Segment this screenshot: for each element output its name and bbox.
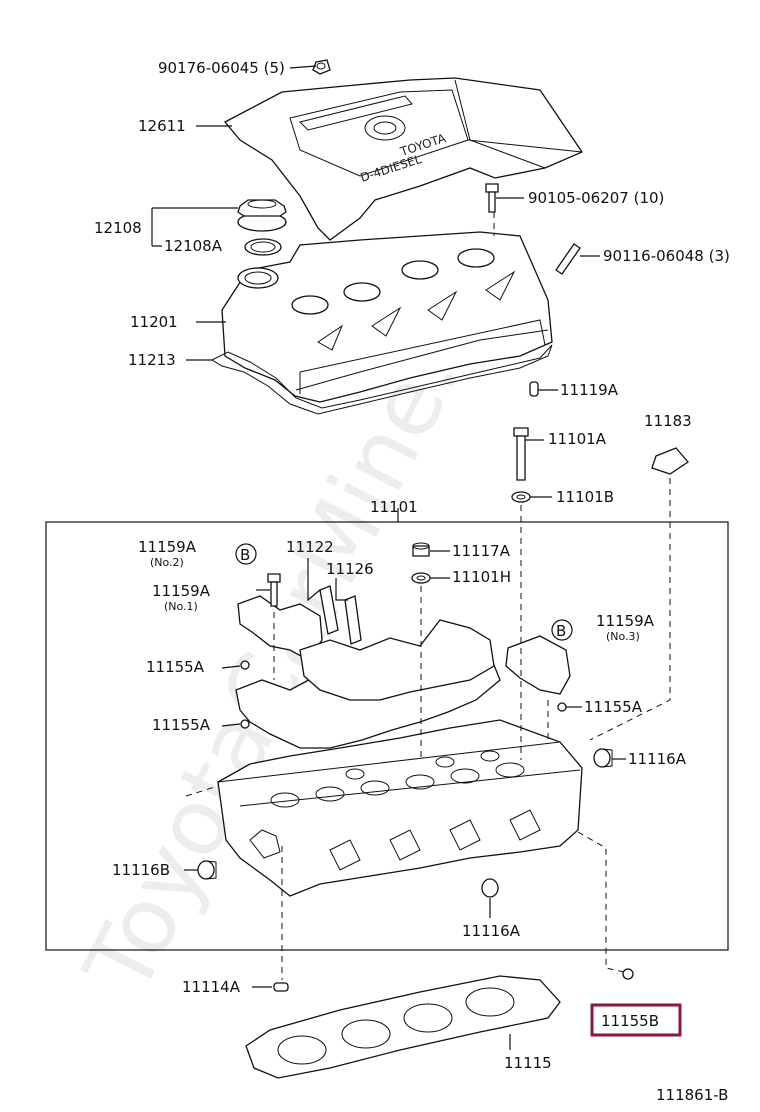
callout-11159a-no2-sub: (No.2)	[150, 556, 184, 569]
seal-11119a	[529, 381, 539, 397]
plug-11126	[344, 595, 362, 645]
sleeve-11122	[319, 585, 339, 635]
cover-nut	[312, 59, 331, 75]
callout-11116a-right: 11116A	[628, 750, 687, 768]
pin-11155b	[622, 968, 634, 980]
callout-11155a-1: 11155A	[146, 658, 205, 676]
callout-11101a: 11101A	[548, 430, 607, 448]
callout-11159a-no1: 11159A	[152, 582, 211, 600]
plug-11117a	[412, 542, 430, 557]
callout-12108a: 12108A	[164, 237, 223, 255]
pin-11155a-2	[240, 719, 250, 729]
callout-11114a: 11114A	[182, 978, 241, 996]
callout-11101: 11101	[370, 498, 418, 516]
cylinder-head	[217, 719, 583, 897]
bolt-90105	[485, 183, 499, 213]
stud-90116	[555, 243, 581, 275]
pin-11155a-3	[557, 702, 567, 712]
plug-11116a-right	[593, 748, 613, 768]
ref-mark-b-2: B	[551, 619, 573, 641]
pin-11155a-1	[240, 660, 250, 670]
cylinder-head-cover	[221, 231, 553, 403]
bolt-11101a	[513, 427, 529, 481]
plug-11116a-bottom	[481, 878, 499, 898]
callout-11159a-no3: 11159A	[596, 612, 655, 630]
callout-11159a-no1-sub: (No.1)	[164, 600, 198, 613]
callout-90176-06045: 90176-06045 (5)	[158, 59, 285, 77]
callout-12108: 12108	[94, 219, 142, 237]
callout-12611: 12611	[138, 117, 186, 135]
diagram-code: 111861-B	[656, 1086, 728, 1104]
callout-11115: 11115	[504, 1054, 552, 1072]
callout-11201: 11201	[130, 313, 178, 331]
oil-filler-cap	[237, 199, 287, 232]
callout-11117a: 11117A	[452, 542, 511, 560]
callout-90105-06207: 90105-06207 (10)	[528, 189, 664, 207]
callout-11159a-no2: 11159A	[138, 538, 197, 556]
callout-11119a: 11119A	[560, 381, 619, 399]
leader-lines	[151, 65, 626, 1050]
part-11183	[651, 447, 689, 475]
engine-cover: TOYOTA D-4DIESEL	[223, 77, 583, 241]
ref-mark-b-1: B	[235, 543, 257, 565]
cylinder-head-frame	[45, 521, 729, 951]
head-gasket	[245, 975, 561, 1079]
callout-11183: 11183	[644, 412, 692, 430]
callout-11126: 11126	[326, 560, 374, 578]
callout-11101b: 11101B	[556, 488, 614, 506]
head-cover-gasket	[210, 344, 553, 415]
ref-mark-b-2-label: B	[556, 622, 566, 640]
ref-mark-b-1-label: B	[240, 546, 250, 564]
plug-11116b	[197, 860, 217, 880]
bolt-11159a-no1	[267, 573, 281, 607]
camshaft-housing-rear	[299, 619, 495, 701]
washer-11101b	[511, 491, 531, 503]
callout-11155a-3: 11155A	[584, 698, 643, 716]
filler-cap-gasket	[244, 238, 282, 256]
bearing-cap-no3	[505, 635, 571, 695]
callout-11155b: 11155B	[601, 1012, 659, 1030]
dashed-lines	[185, 212, 671, 980]
highlight-11155b[interactable]: 11155B	[590, 1003, 682, 1037]
callout-11122: 11122	[286, 538, 334, 556]
callout-11116a-bottom: 11116A	[462, 922, 521, 940]
callout-90116-06048: 90116-06048 (3)	[603, 247, 730, 265]
highlight-box	[590, 1003, 682, 1037]
callout-11101h: 11101H	[452, 568, 511, 586]
gasket-11101h	[411, 572, 431, 584]
callout-11116b: 11116B	[112, 861, 170, 879]
callout-11159a-no3-sub: (No.3)	[606, 630, 640, 643]
callout-11155a-2: 11155A	[152, 716, 211, 734]
callout-11213: 11213	[128, 351, 176, 369]
dowel-11114a	[273, 982, 289, 992]
